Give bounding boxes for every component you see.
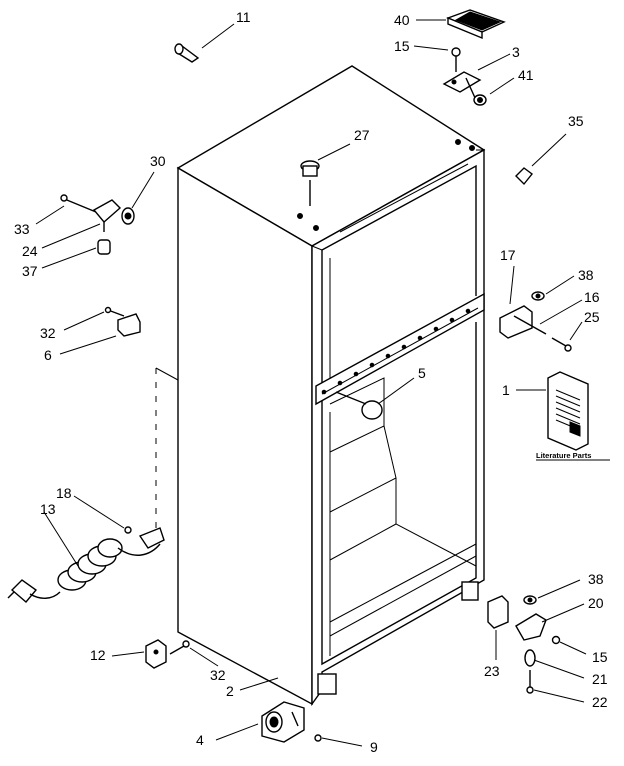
callout-label: 20: [588, 595, 604, 611]
callout-label: 30: [150, 153, 166, 169]
callout-label: 13: [40, 501, 56, 517]
part-11-pin: [174, 43, 200, 63]
part-35-plug: [515, 167, 533, 186]
part-24-control-bracket: [60, 194, 135, 255]
part-18-clamp: [124, 367, 179, 549]
callout-label: 24: [22, 243, 38, 259]
callout-label: 35: [568, 113, 584, 129]
callout-label: 22: [592, 694, 608, 710]
callout-label: 32: [210, 667, 226, 683]
callout-label: 23: [484, 663, 500, 679]
callout-label: 15: [394, 38, 410, 54]
callout-label: 5: [418, 365, 426, 381]
callout-label: 38: [578, 267, 594, 283]
callout-label: 21: [592, 671, 608, 687]
callout-label: 32: [40, 325, 56, 341]
callout-label: 17: [500, 247, 516, 263]
refrigerator-cabinet: [176, 65, 486, 707]
callout-label: 27: [354, 127, 370, 143]
part-27-cap: [300, 160, 320, 206]
part-23-bracket: [487, 595, 509, 629]
callout-label: 2: [226, 683, 234, 699]
part-1-literature: [547, 371, 589, 451]
callout-label: 25: [584, 309, 600, 325]
callout-label: 6: [44, 347, 52, 363]
part-4-roller: [261, 701, 322, 743]
callout-label: 38: [588, 571, 604, 587]
part-15-screw-top: [451, 47, 461, 72]
part-16-center-hinge: [499, 291, 572, 352]
leader-lines: [35, 19, 587, 747]
callout-label: 18: [56, 485, 72, 501]
callout-label: 12: [90, 647, 106, 663]
callout-label: 1: [502, 382, 510, 398]
callout-label: 4: [196, 732, 204, 748]
literature-parts-label: Literature Parts: [536, 451, 591, 460]
part-40-hinge-cover: [446, 9, 506, 40]
callout-label: 40: [394, 12, 410, 28]
callout-label: 11: [236, 9, 251, 25]
part-6-bracket: [104, 306, 141, 337]
part-3-top-hinge: [442, 71, 482, 101]
part-12-bracket: [145, 639, 190, 669]
callout-label: 33: [14, 221, 30, 237]
part-20-bottom-hinge: [515, 595, 561, 694]
callout-label: 41: [518, 67, 534, 83]
callout-label: 37: [22, 263, 38, 279]
part-13-power-cord: [7, 538, 161, 603]
part-5-knob: [335, 391, 383, 420]
callout-label: 15: [592, 649, 608, 665]
part-41-washer: [473, 94, 487, 106]
callout-label: 9: [370, 739, 378, 755]
callout-labels: 11 40 15 3 41 35 27 30 33 24 37 17 38 16…: [14, 9, 610, 755]
center-mullion: [315, 292, 485, 406]
callout-label: 3: [512, 44, 520, 60]
callout-label: 16: [584, 289, 600, 305]
